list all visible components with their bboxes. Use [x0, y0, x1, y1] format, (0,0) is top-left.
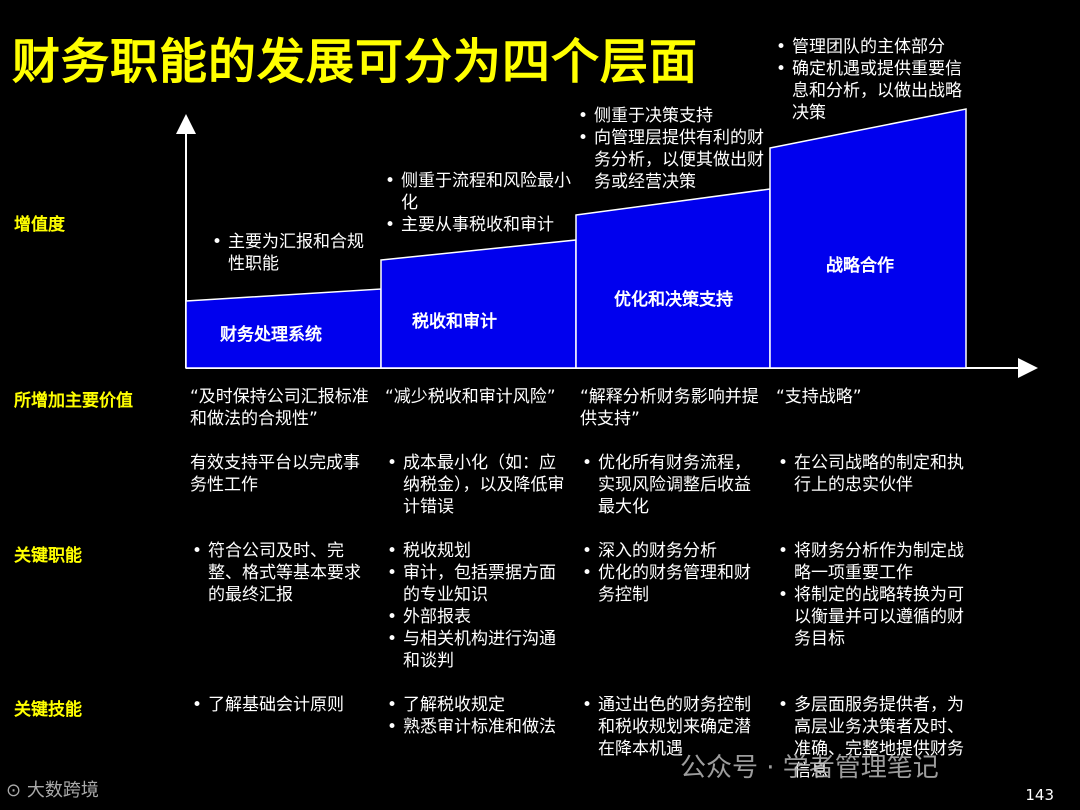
value-bullet: 在公司战略的制定和执行上的忠实伙伴	[778, 452, 964, 496]
step-1-value-text: 有效支持平台以完成事务性工作	[190, 453, 360, 495]
logo-icon: ⊙	[6, 780, 22, 801]
step-4-label: 战略合作	[826, 256, 894, 276]
skill-item: 多层面服务提供者，为高层业务决策者及时、准确、完整地提供财务信息	[778, 694, 966, 782]
step-3-value-quote: “解释分析财务影响并提供支持”	[580, 387, 759, 429]
step-4-value-quote: “支持战略”	[776, 387, 862, 407]
function-item: 审计，包括票据方面的专业知识	[387, 562, 563, 606]
step-3-top-notes: 侧重于决策支持 向管理层提供有利的财务分析，以便其做出财务或经营决策	[578, 105, 768, 193]
top-note: 侧重于流程和风险最小化	[385, 170, 575, 214]
step-4-value-bullets: 在公司战略的制定和执行上的忠实伙伴	[778, 452, 964, 496]
step-3-label: 优化和决策支持	[614, 290, 733, 310]
skill-item: 通过出色的财务控制和税收规划来确定潜在降本机遇	[582, 694, 758, 760]
top-note: 主要为汇报和合规性职能	[212, 231, 372, 275]
value-bullet: 成本最小化（如：应纳税金），以及降低审计错误	[387, 452, 567, 518]
skill-item: 了解基础会计原则	[192, 694, 378, 716]
step-1-top-notes: 主要为汇报和合规性职能	[212, 231, 372, 275]
top-note: 主要从事税收和审计	[385, 214, 575, 236]
value-bullet: 优化所有财务流程，实现风险调整后收益最大化	[582, 452, 764, 518]
step-2-value-bullets: 成本最小化（如：应纳税金），以及降低审计错误	[387, 452, 567, 518]
skill-item: 熟悉审计标准和做法	[387, 716, 567, 738]
step-2-value-quote: “减少税收和审计风险”	[385, 387, 556, 407]
row-label-key-functions: 关键职能	[14, 546, 82, 566]
step-2-functions: 税收规划 审计，包括票据方面的专业知识 外部报表 与相关机构进行沟通和谈判	[387, 540, 563, 672]
function-item: 符合公司及时、完整、格式等基本要求的最终汇报	[192, 540, 368, 606]
step-2-label: 税收和审计	[412, 312, 497, 332]
page-title: 财务职能的发展可分为四个层面	[12, 34, 699, 90]
function-item: 将财务分析作为制定战略一项重要工作	[778, 540, 966, 584]
row-label-value-added: 所增加主要价值	[14, 391, 133, 411]
function-item: 优化的财务管理和财务控制	[582, 562, 760, 606]
step-2-top-notes: 侧重于流程和风险最小化 主要从事税收和审计	[385, 170, 575, 236]
skill-item: 了解税收规定	[387, 694, 567, 716]
step-1-skills: 了解基础会计原则	[192, 694, 378, 716]
top-note: 侧重于决策支持	[578, 105, 768, 127]
function-item: 与相关机构进行沟通和谈判	[387, 628, 563, 672]
watermark: 公众号 · 学者管理笔记	[680, 753, 939, 783]
function-item: 将制定的战略转换为可以衡量并可以遵循的财务目标	[778, 584, 966, 650]
step-4-skills: 多层面服务提供者，为高层业务决策者及时、准确、完整地提供财务信息	[778, 694, 966, 782]
step-3-value-bullets: 优化所有财务流程，实现风险调整后收益最大化	[582, 452, 764, 518]
step-4-top-notes: 管理团队的主体部分 确定机遇或提供重要信息和分析，以做出战略决策	[776, 36, 966, 124]
step-3-shape	[575, 188, 771, 369]
step-4-shape	[769, 108, 967, 369]
step-2-skills: 了解税收规定 熟悉审计标准和做法	[387, 694, 567, 738]
step-1-value-quote: “及时保持公司汇报标准和做法的合规性”	[190, 387, 369, 429]
brand-logo: ⊙ 大数跨境	[6, 776, 99, 802]
step-2-shape	[380, 239, 577, 369]
function-item: 税收规划	[387, 540, 563, 562]
y-axis-label: 增值度	[14, 215, 65, 235]
function-item: 外部报表	[387, 606, 563, 628]
step-1-functions: 符合公司及时、完整、格式等基本要求的最终汇报	[192, 540, 368, 606]
page-number: 143	[1025, 786, 1054, 804]
row-label-key-skills: 关键技能	[14, 700, 82, 720]
top-note: 管理团队的主体部分	[776, 36, 966, 58]
top-note: 确定机遇或提供重要信息和分析，以做出战略决策	[776, 58, 966, 124]
logo-text: 大数跨境	[26, 780, 99, 801]
step-1-label: 财务处理系统	[220, 325, 322, 345]
step-3-skills: 通过出色的财务控制和税收规划来确定潜在降本机遇	[582, 694, 758, 760]
top-note: 向管理层提供有利的财务分析，以便其做出财务或经营决策	[578, 127, 768, 193]
function-item: 深入的财务分析	[582, 540, 760, 562]
step-4-functions: 将财务分析作为制定战略一项重要工作 将制定的战略转换为可以衡量并可以遵循的财务目…	[778, 540, 966, 650]
step-3-functions: 深入的财务分析 优化的财务管理和财务控制	[582, 540, 760, 606]
